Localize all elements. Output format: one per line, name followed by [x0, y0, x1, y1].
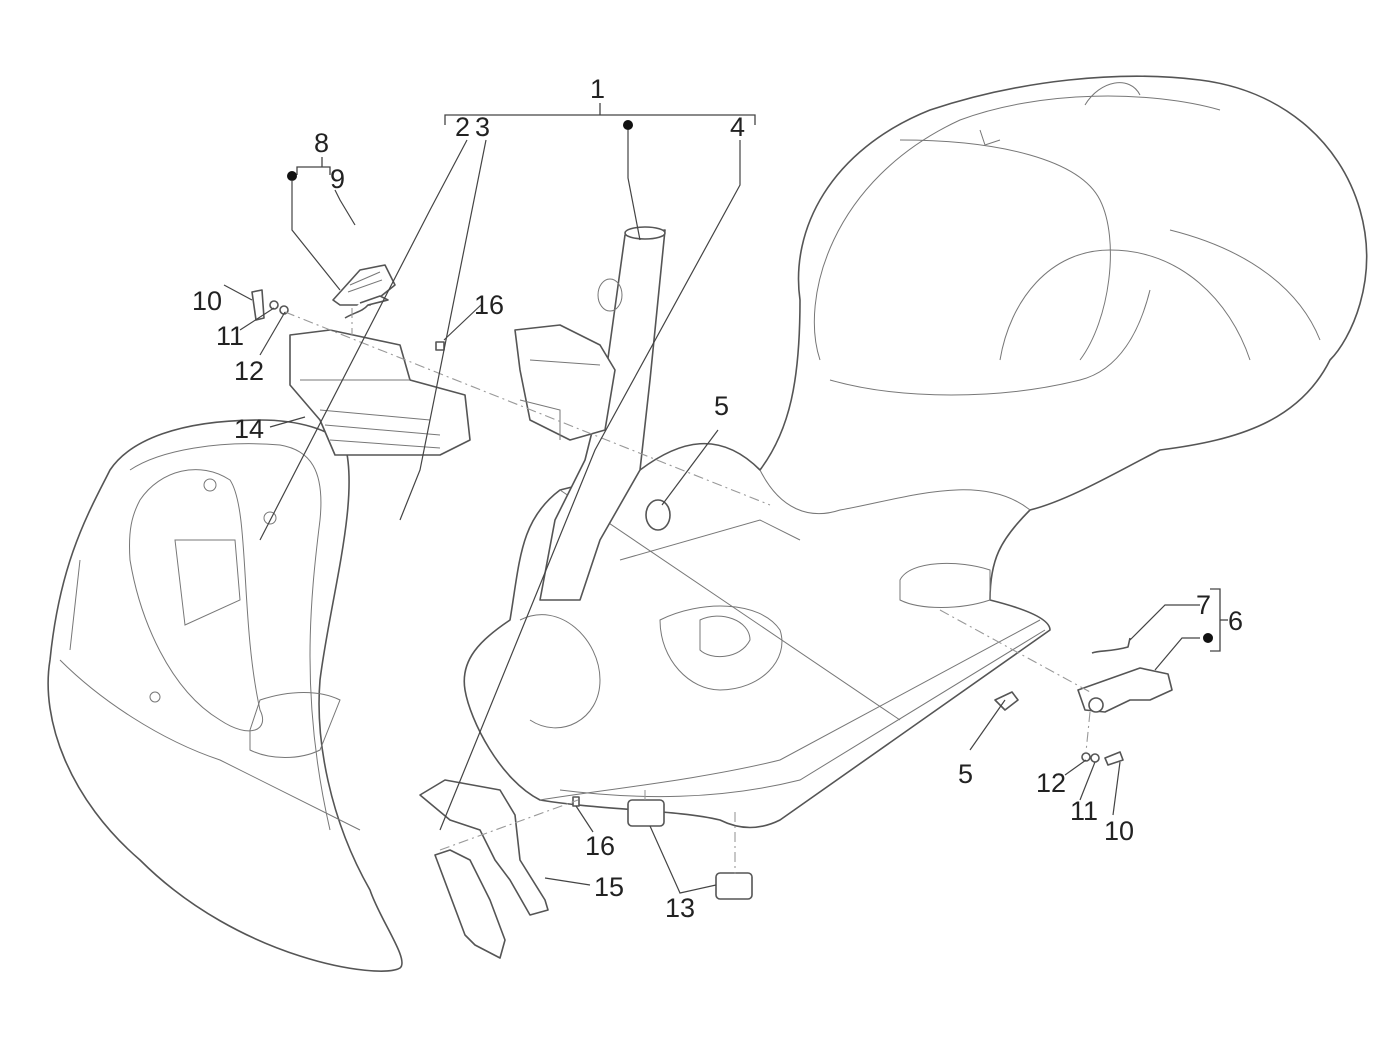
rear-body-shell — [463, 75, 1368, 829]
grommet-5-lower — [994, 691, 1019, 711]
group-brackets — [296, 103, 1228, 652]
bracket-14 — [289, 329, 471, 456]
label-5-lower: 5 — [958, 759, 973, 789]
label-15: 15 — [594, 872, 624, 902]
label-13: 13 — [665, 893, 695, 923]
hardware-right — [1081, 751, 1124, 766]
label-16-upper: 16 — [474, 290, 504, 320]
cover-15 — [419, 779, 549, 959]
rubber-pad-13b — [715, 872, 753, 900]
rubber-pad-13a — [627, 799, 665, 827]
label-11-left: 11 — [216, 321, 244, 351]
label-10-right: 10 — [1104, 816, 1134, 846]
label-11-right: 11 — [1070, 796, 1098, 826]
label-6: 6 — [1228, 606, 1243, 636]
part-labels: 1 2 3 4 8 9 10 11 12 14 16 5 7 6 5 12 11… — [192, 74, 1243, 923]
spring-clip-7 — [1091, 637, 1131, 654]
label-8: 8 — [314, 128, 329, 158]
grommet-5-upper — [645, 499, 671, 531]
assembly-axes — [284, 308, 1091, 874]
label-10-left: 10 — [192, 286, 222, 316]
label-12-right: 12 — [1036, 768, 1066, 798]
label-4: 4 — [730, 112, 745, 142]
bullet-frame — [623, 120, 633, 130]
label-3: 3 — [475, 112, 490, 142]
latch-8 — [332, 264, 396, 306]
bullet-latch-6 — [1203, 633, 1213, 643]
latch-6 — [1077, 667, 1173, 713]
label-5-upper: 5 — [714, 391, 729, 421]
label-1: 1 — [590, 74, 605, 104]
hardware-left — [251, 289, 445, 351]
label-16-lower: 16 — [585, 831, 615, 861]
leader-lines — [223, 130, 1200, 894]
label-12-left: 12 — [234, 356, 264, 386]
label-9: 9 — [330, 164, 345, 194]
label-2: 2 — [455, 112, 470, 142]
label-7: 7 — [1196, 590, 1211, 620]
bullet-latch-8 — [287, 171, 297, 181]
front-legshield — [47, 419, 403, 972]
label-14: 14 — [234, 414, 264, 444]
spring-clip-9 — [344, 295, 389, 319]
